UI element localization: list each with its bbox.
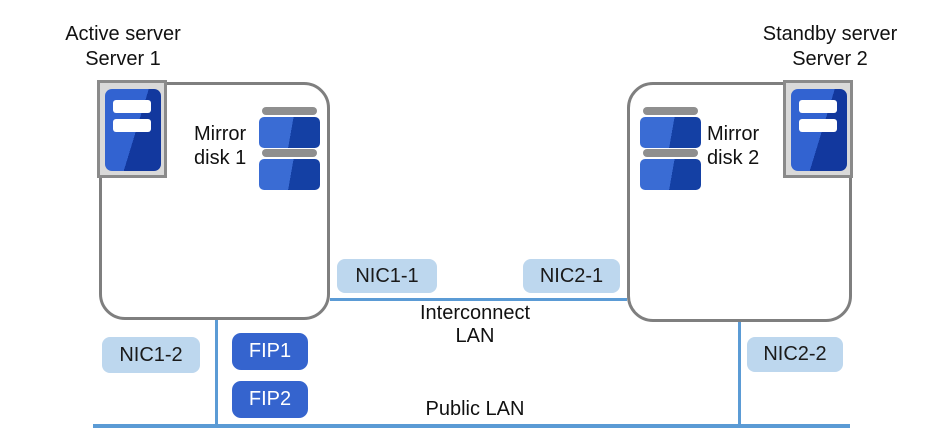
mirror-disk2-label-line2: disk 2 bbox=[707, 147, 760, 169]
public-lan-line bbox=[93, 424, 850, 428]
nic2-2-badge: NIC2-2 bbox=[747, 337, 843, 372]
mirror-disk1-label-line2: disk 1 bbox=[194, 147, 247, 169]
server1-public-drop-line bbox=[215, 318, 218, 428]
server1-icon bbox=[97, 80, 167, 178]
interconnect-lan-caption: Interconnect LAN bbox=[395, 302, 555, 348]
disk-cap bbox=[262, 149, 317, 157]
server2-icon bbox=[783, 80, 853, 178]
server2-name-label: Server 2 bbox=[792, 48, 868, 70]
server1-icon-body bbox=[105, 89, 161, 171]
disk-cap bbox=[643, 149, 698, 157]
disk-platter bbox=[640, 159, 701, 190]
server2-icon-slot bbox=[799, 119, 837, 132]
mirror-disk1-label-line1: Mirror bbox=[194, 123, 247, 145]
mirror-disk2-icon bbox=[640, 107, 701, 190]
server2-caption: Standby server Server 2 bbox=[740, 22, 920, 72]
disk-cap bbox=[643, 107, 698, 115]
mirror-disk1-caption: Mirror disk 1 bbox=[194, 122, 246, 170]
server2-icon-body bbox=[791, 89, 847, 171]
server2-public-drop-line bbox=[738, 322, 741, 428]
mirror-disk2-label-line1: Mirror bbox=[707, 123, 760, 145]
interconnect-label-line1: Interconnect bbox=[419, 302, 531, 324]
interconnect-lan-line bbox=[330, 298, 627, 301]
server1-caption: Active server Server 1 bbox=[33, 22, 213, 72]
server1-role-label: Active server bbox=[65, 23, 181, 45]
disk-cap bbox=[262, 107, 317, 115]
interconnect-label-line2: LAN bbox=[455, 325, 495, 347]
server1-name-label: Server 1 bbox=[85, 48, 161, 70]
nic1-1-badge: NIC1-1 bbox=[337, 259, 437, 293]
server2-role-label: Standby server bbox=[762, 23, 898, 45]
nic2-1-badge: NIC2-1 bbox=[523, 259, 620, 293]
mirror-disk2-caption: Mirror disk 2 bbox=[707, 122, 759, 170]
server2-icon-slot bbox=[799, 100, 837, 113]
disk-platter bbox=[640, 117, 701, 148]
public-lan-caption: Public LAN bbox=[425, 398, 525, 420]
server1-icon-slot bbox=[113, 100, 151, 113]
fip1-badge: FIP1 bbox=[232, 333, 308, 370]
disk-platter bbox=[259, 117, 320, 148]
fip2-badge: FIP2 bbox=[232, 381, 308, 418]
server1-icon-slot bbox=[113, 119, 151, 132]
disk-platter bbox=[259, 159, 320, 190]
mirror-disk1-icon bbox=[259, 107, 320, 190]
nic1-2-badge: NIC1-2 bbox=[102, 337, 200, 373]
